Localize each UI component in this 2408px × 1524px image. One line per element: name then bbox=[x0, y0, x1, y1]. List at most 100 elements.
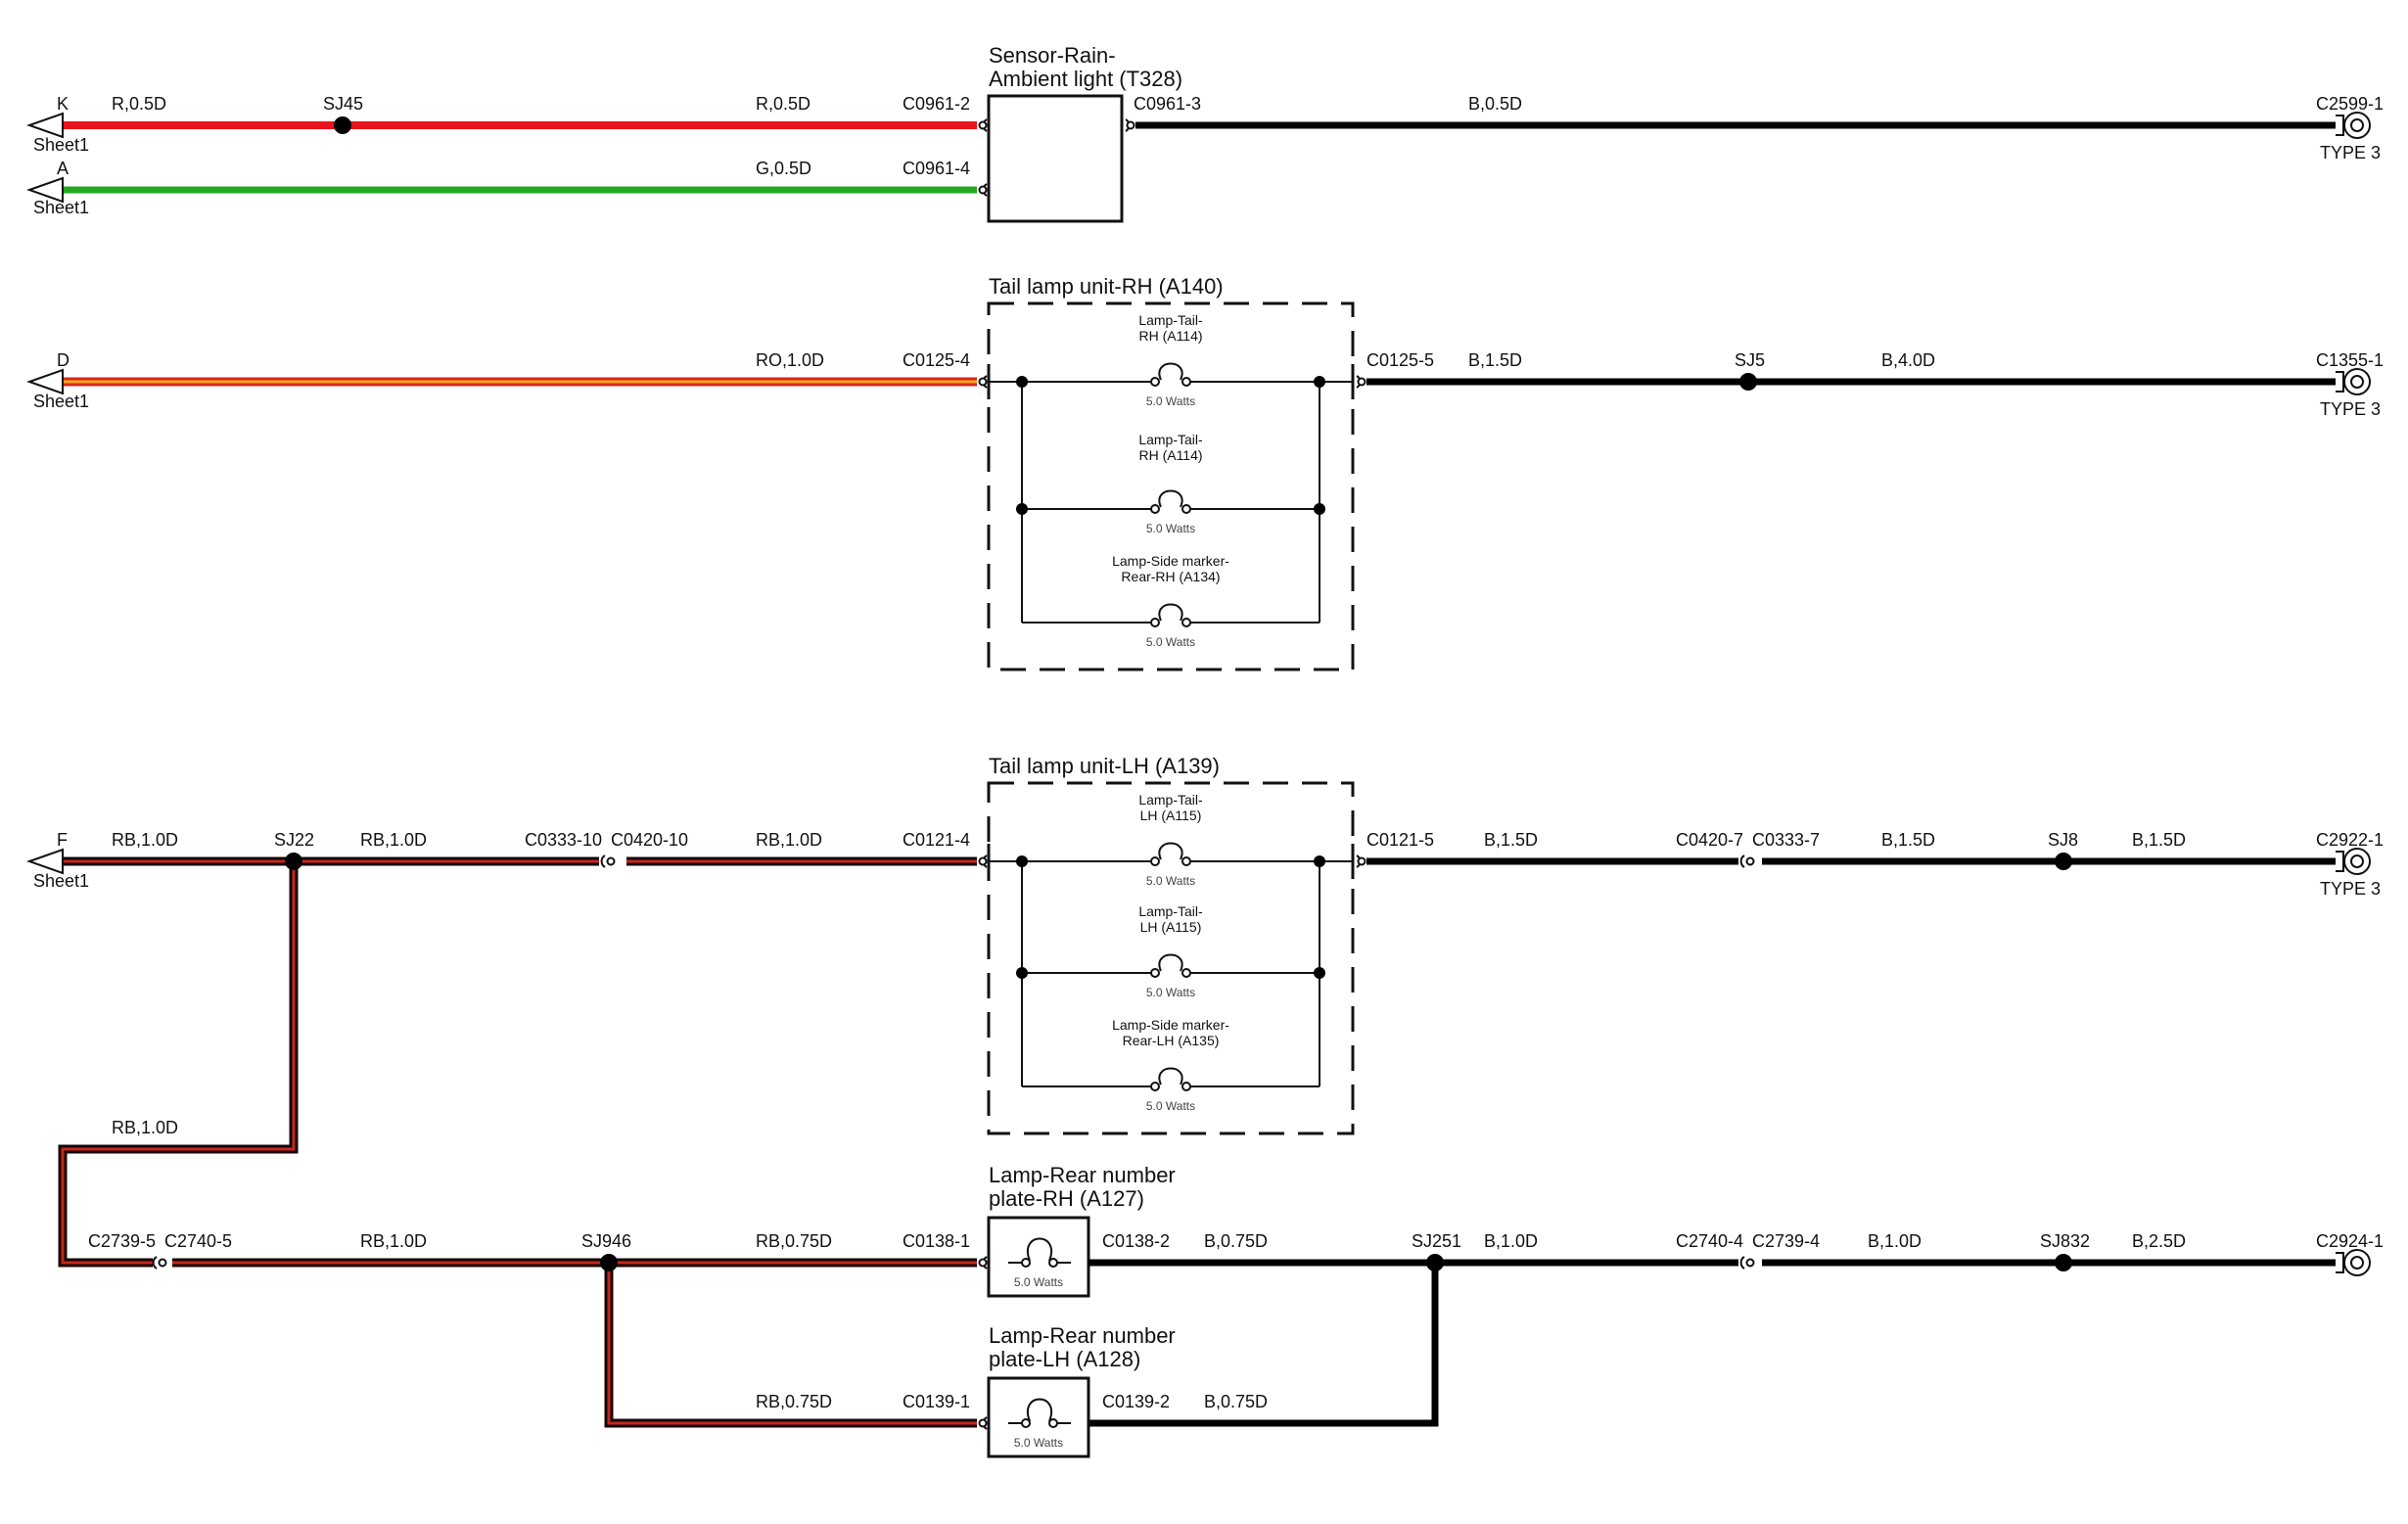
connector-c2739-5-icon[interactable] bbox=[152, 1256, 167, 1270]
lamp-rh-3[interactable] bbox=[1150, 603, 1191, 635]
connector-c0125-5-icon[interactable] bbox=[1356, 375, 1366, 389]
lamp-lh-2[interactable] bbox=[1150, 953, 1191, 986]
wire-label-k-right: R,0.5D bbox=[756, 94, 810, 114]
wire-label-rh-out2: B,4.0D bbox=[1881, 350, 1935, 370]
splice-label-sj22: SJ22 bbox=[274, 830, 314, 850]
node-lh-2 bbox=[1314, 855, 1325, 867]
splice-sj45[interactable] bbox=[334, 116, 351, 134]
splice-sj8[interactable] bbox=[2055, 853, 2072, 870]
wire-label-f-rb2: RB,1.0D bbox=[360, 830, 427, 850]
connector-label-c0125-5: C0125-5 bbox=[1366, 350, 1434, 370]
connector-label-c0420-10: C0420-10 bbox=[611, 830, 688, 850]
connector-c0121-5-icon[interactable] bbox=[1356, 854, 1366, 868]
connector-c0125-4-icon[interactable] bbox=[978, 375, 988, 389]
wire-label-lh-out2: B,1.5D bbox=[1881, 830, 1935, 850]
lamp-lh-2-line1: Lamp-Tail- bbox=[1138, 903, 1203, 919]
ground-c2924-1-icon[interactable] bbox=[2336, 1249, 2371, 1276]
splice-sj251[interactable] bbox=[1426, 1254, 1444, 1271]
arrow-label-f: F bbox=[57, 830, 68, 850]
connector-c2740-4-icon[interactable] bbox=[1739, 1256, 1755, 1270]
arrow-a-icon[interactable] bbox=[25, 176, 64, 204]
plate-rh-title-line2: plate-RH (A127) bbox=[989, 1186, 1144, 1211]
ground-c2599-1-icon[interactable] bbox=[2336, 112, 2371, 139]
lamp-lh-3-line1: Lamp-Side marker- bbox=[1112, 1017, 1229, 1033]
tail-lh-unit-box[interactable] bbox=[987, 781, 1355, 1135]
splice-label-sj45: SJ45 bbox=[323, 94, 363, 114]
lamp-rh-1[interactable] bbox=[1150, 362, 1191, 394]
connector-label-c0420-7: C0420-7 bbox=[1676, 830, 1743, 850]
wire-label-d-ro: RO,1.0D bbox=[756, 350, 824, 370]
lamp-rh-2[interactable] bbox=[1150, 489, 1191, 522]
connector-c0961-4-icon[interactable] bbox=[978, 183, 988, 197]
ground-c1355-1-icon[interactable] bbox=[2336, 368, 2371, 395]
sensor-title-line1: Sensor-Rain- bbox=[989, 43, 1116, 68]
lamp-rh-3-line1: Lamp-Side marker- bbox=[1112, 553, 1229, 569]
lamp-rh-1-watts: 5.0 Watts bbox=[1146, 394, 1195, 408]
ground-c2922-1-icon[interactable] bbox=[2336, 848, 2371, 875]
plate-rh-lamp-icon bbox=[1008, 1237, 1071, 1268]
arrow-k-icon[interactable] bbox=[25, 112, 64, 139]
connector-label-c0333-10: C0333-10 bbox=[525, 830, 602, 850]
connector-label-c0139-1: C0139-1 bbox=[903, 1392, 970, 1411]
lamp-lh-2-line2: LH (A115) bbox=[1140, 919, 1202, 935]
ground-type-c1355-1: TYPE 3 bbox=[2320, 399, 2381, 419]
wire-label-plate-rb2: RB,0.75D bbox=[756, 1231, 832, 1251]
wire-label-plate-rh-out: B,0.75D bbox=[1204, 1231, 1268, 1251]
arrow-f-icon[interactable] bbox=[25, 848, 64, 875]
lamp-lh-3-line2: Rear-LH (A135) bbox=[1123, 1033, 1220, 1048]
connector-label-c2599-1: C2599-1 bbox=[2316, 94, 2384, 114]
tail-rh-unit-box[interactable] bbox=[987, 301, 1355, 671]
connector-label-c0961-2: C0961-2 bbox=[903, 94, 970, 114]
connector-c0139-1-icon[interactable] bbox=[978, 1416, 988, 1430]
lamp-lh-1-line2: LH (A115) bbox=[1140, 808, 1202, 823]
wire-label-plate-lh-out: B,0.75D bbox=[1204, 1392, 1268, 1411]
connector-c0961-2-icon[interactable] bbox=[978, 118, 988, 132]
splice-sj5[interactable] bbox=[1739, 373, 1757, 391]
ground-type-c2922-1: TYPE 3 bbox=[2320, 879, 2381, 899]
wire-label-lh-out1: B,1.5D bbox=[1484, 830, 1538, 850]
connector-label-c1355-1: C1355-1 bbox=[2316, 350, 2384, 370]
splice-sj946[interactable] bbox=[600, 1254, 618, 1271]
node-lh-1 bbox=[1016, 855, 1028, 867]
wire-label-plate-out1: B,1.0D bbox=[1484, 1231, 1538, 1251]
connector-label-c0125-4: C0125-4 bbox=[903, 350, 970, 370]
plate-rh-title-line1: Lamp-Rear number bbox=[989, 1163, 1176, 1187]
wire-f-rb-outer[interactable] bbox=[58, 856, 977, 1428]
wire-label-plate-lh-in: RB,0.75D bbox=[756, 1392, 832, 1411]
lamp-lh-1[interactable] bbox=[1150, 842, 1191, 874]
splice-label-sj832: SJ832 bbox=[2040, 1231, 2090, 1251]
connector-c0961-3-icon[interactable] bbox=[1125, 118, 1135, 132]
splice-label-sj946: SJ946 bbox=[581, 1231, 631, 1251]
node-lh-4 bbox=[1314, 967, 1325, 979]
plate-rh-watts: 5.0 Watts bbox=[1014, 1275, 1063, 1289]
splice-sj832[interactable] bbox=[2055, 1254, 2072, 1271]
connector-c0121-4-icon[interactable] bbox=[978, 854, 988, 868]
connector-c0420-7-icon[interactable] bbox=[1739, 854, 1755, 868]
wire-label-f-rb3: RB,1.0D bbox=[756, 830, 822, 850]
arrow-sheet-a: Sheet1 bbox=[33, 198, 89, 217]
connector-c0138-1-icon[interactable] bbox=[978, 1256, 988, 1270]
lamp-lh-3[interactable] bbox=[1150, 1067, 1191, 1099]
wire-label-a-g: G,0.5D bbox=[756, 159, 811, 178]
connector-c0333-10-icon[interactable] bbox=[600, 854, 616, 868]
wire-label-rh-out1: B,1.5D bbox=[1468, 350, 1522, 370]
lamp-rh-3-line2: Rear-RH (A134) bbox=[1121, 569, 1220, 584]
lamp-rh-1-line1: Lamp-Tail- bbox=[1138, 312, 1203, 328]
connector-label-c2740-5: C2740-5 bbox=[164, 1231, 232, 1251]
tail-rh-title: Tail lamp unit-RH (A140) bbox=[989, 274, 1224, 299]
wire-plate-out[interactable] bbox=[1088, 1259, 2336, 1427]
arrow-d-icon[interactable] bbox=[25, 368, 64, 395]
plate-lh-lamp-icon bbox=[1008, 1398, 1071, 1428]
lamp-rh-1-line2: RH (A114) bbox=[1138, 328, 1202, 344]
wire-label-sensor-out: B,0.5D bbox=[1468, 94, 1522, 114]
lamp-lh-1-line1: Lamp-Tail- bbox=[1138, 792, 1203, 808]
wire-label-plate-out3: B,2.5D bbox=[2132, 1231, 2186, 1251]
splice-sj22[interactable] bbox=[285, 853, 302, 870]
sensor-rain-box[interactable] bbox=[987, 94, 1124, 223]
node-rh-1 bbox=[1016, 376, 1028, 388]
connector-label-c2922-1: C2922-1 bbox=[2316, 830, 2384, 850]
splice-label-sj5: SJ5 bbox=[1735, 350, 1765, 370]
wire-label-lh-out3: B,1.5D bbox=[2132, 830, 2186, 850]
connector-label-c0961-4: C0961-4 bbox=[903, 159, 970, 178]
